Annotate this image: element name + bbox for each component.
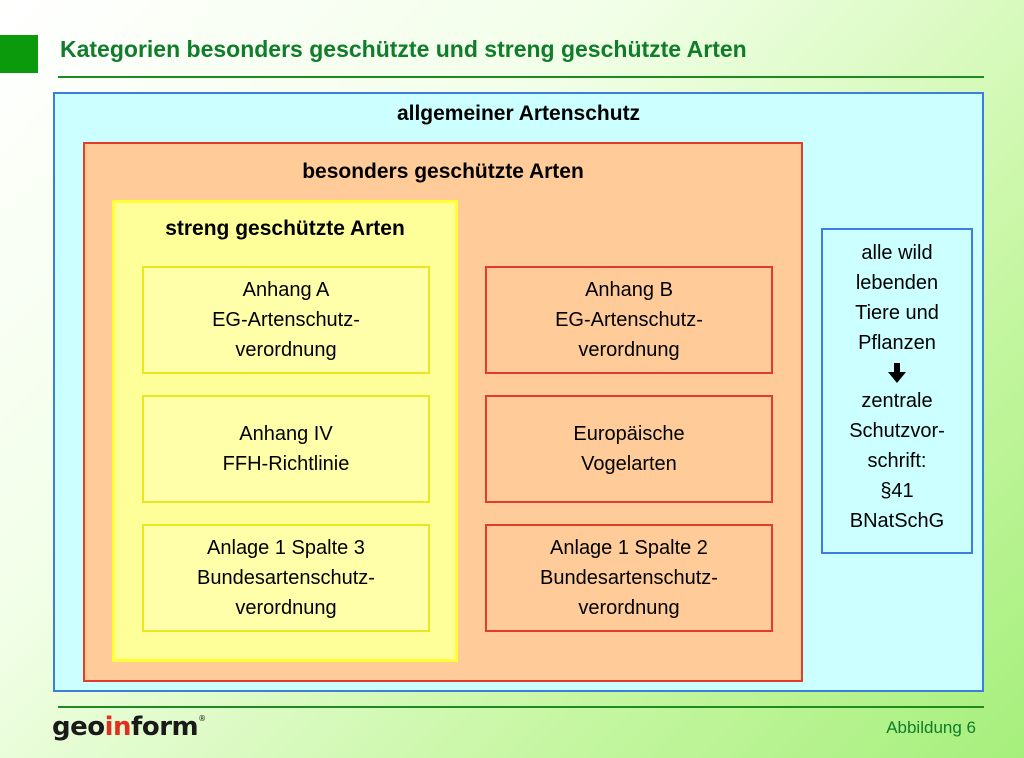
figure-number-label: Abbildung 6 — [886, 718, 976, 737]
title-divider — [58, 76, 984, 78]
side-box-top-text: alle wild lebenden Tiere und Pflanzen — [855, 242, 939, 354]
general-species-protection-label: allgemeiner Artenschutz — [396, 102, 641, 125]
cell-anhang-iv: Anhang IV FFH-Richtlinie — [142, 395, 430, 503]
strictly-protected-species-box: streng geschützte Arten Anhang A EG-Arte… — [112, 200, 458, 662]
general-species-protection-box: allgemeiner Artenschutz besonders geschü… — [53, 92, 984, 692]
cell-vogelarten: Europäische Vogelarten — [485, 395, 773, 503]
strictly-protected-species-label: streng geschützte Arten — [165, 217, 405, 240]
footer-divider — [58, 706, 984, 708]
side-box-bottom-text: zentrale Schutzvor- schrift: §41 BNatSch… — [849, 390, 945, 532]
specially-protected-species-label: besonders geschützte Arten — [302, 160, 584, 183]
cell-anhang-a: Anhang A EG-Artenschutz- verordnung — [142, 266, 430, 374]
geoinform-logo: geoinform® — [52, 712, 206, 742]
central-protection-rule-box: alle wild lebenden Tiere und Pflanzen ze… — [821, 228, 973, 554]
slide-title: Kategorien besonders geschützte und stre… — [60, 36, 747, 62]
arrow-down-icon — [823, 358, 971, 386]
cell-anlage-spalte-3: Anlage 1 Spalte 3 Bundesartenschutz- ver… — [142, 524, 430, 632]
title-accent-square — [0, 35, 38, 73]
cell-anlage-spalte-2: Anlage 1 Spalte 2 Bundesartenschutz- ver… — [485, 524, 773, 632]
cell-anhang-b: Anhang B EG-Artenschutz- verordnung — [485, 266, 773, 374]
specially-protected-species-box: besonders geschützte Arten streng geschü… — [83, 142, 803, 682]
